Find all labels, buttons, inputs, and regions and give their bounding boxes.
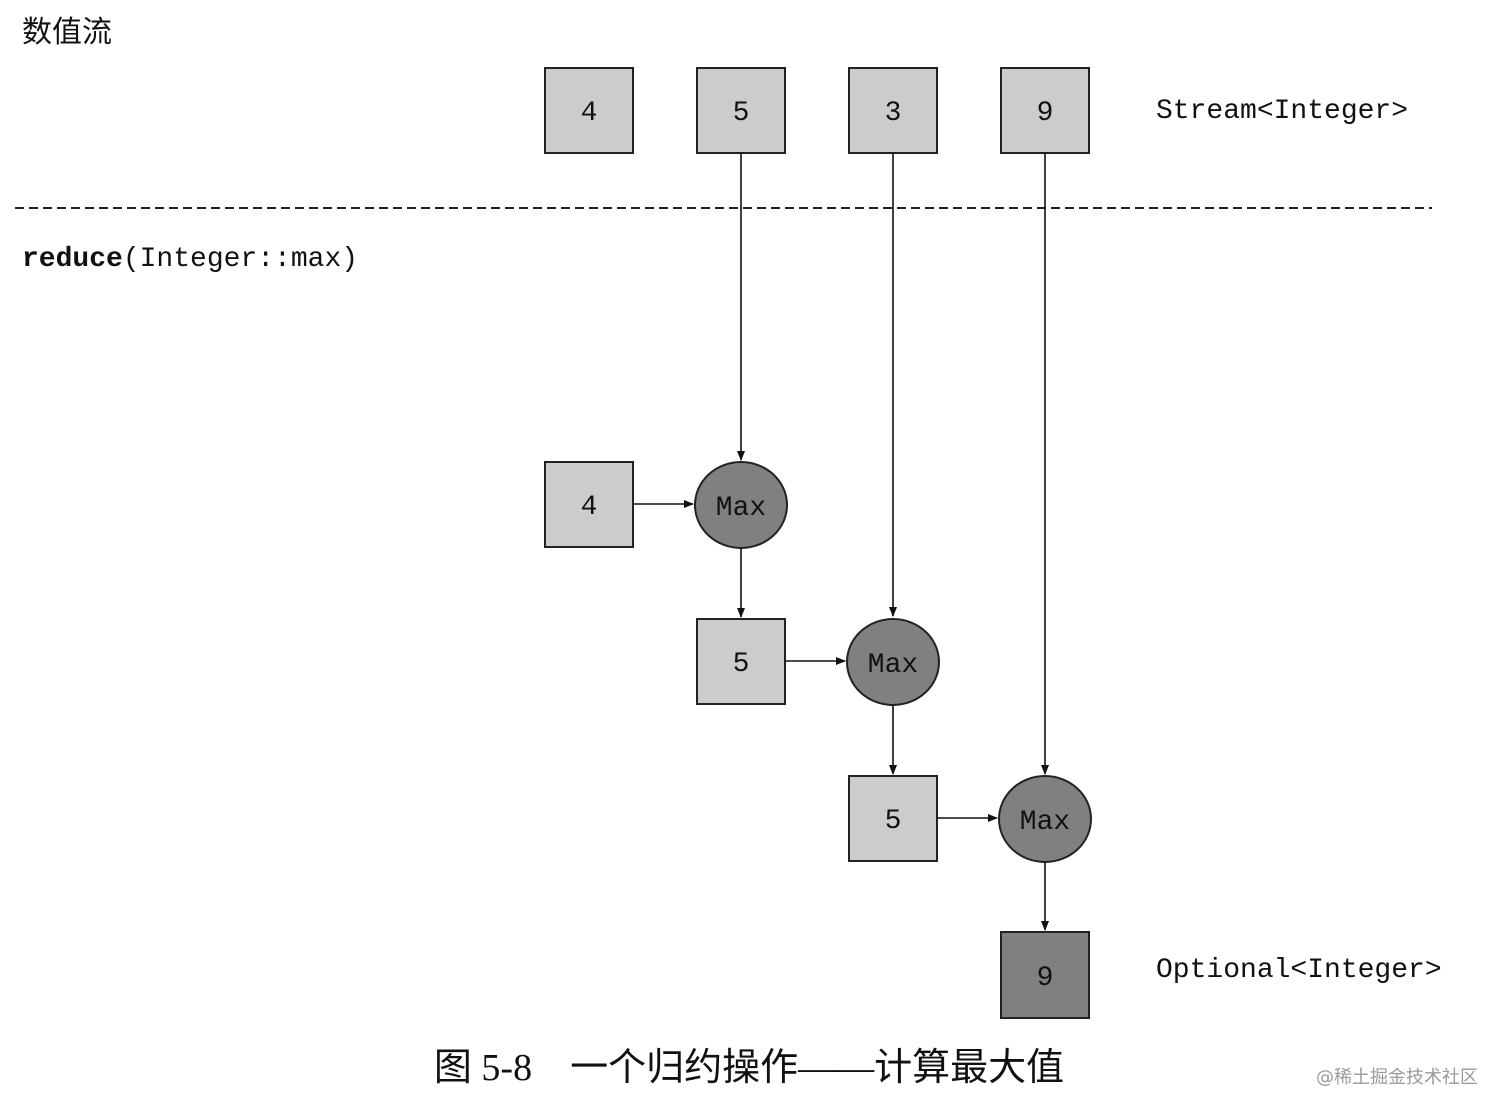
accumulator-value: 4	[581, 492, 598, 523]
stream-element-value: 3	[885, 98, 902, 129]
stream-element-value: 9	[1037, 98, 1054, 129]
accumulator-value: 5	[885, 806, 902, 837]
max-node-label: Max	[1020, 807, 1070, 838]
max-node-label: Max	[716, 493, 766, 524]
figure-caption: 图 5-8 一个归约操作——计算最大值	[434, 1047, 1064, 1089]
stream-element: 3	[848, 67, 938, 154]
stream-element: 4	[544, 67, 634, 154]
operation-args: (Integer::max)	[123, 244, 358, 275]
operation-name: reduce	[22, 244, 123, 275]
stream-type-label: Stream<Integer>	[1156, 96, 1408, 127]
accumulator-box: 4	[544, 461, 634, 548]
result-type-label: Optional<Integer>	[1156, 955, 1442, 986]
section-heading: 数值流	[22, 15, 112, 50]
accumulator-box: 5	[696, 618, 786, 705]
operation-label: reduce(Integer::max)	[22, 244, 358, 275]
max-node: Max	[694, 461, 788, 549]
max-node: Max	[998, 775, 1092, 863]
stream-element: 9	[1000, 67, 1090, 154]
max-node: Max	[846, 618, 940, 706]
stream-element-value: 4	[581, 98, 598, 129]
stream-element: 5	[696, 67, 786, 154]
result-value: 9	[1037, 963, 1054, 994]
max-node-label: Max	[868, 650, 918, 681]
result-box: 9	[1000, 931, 1090, 1019]
watermark-text: @稀土掘金技术社区	[1316, 1067, 1478, 1088]
stream-element-value: 5	[733, 98, 750, 129]
accumulator-value: 5	[733, 649, 750, 680]
accumulator-box: 5	[848, 775, 938, 862]
